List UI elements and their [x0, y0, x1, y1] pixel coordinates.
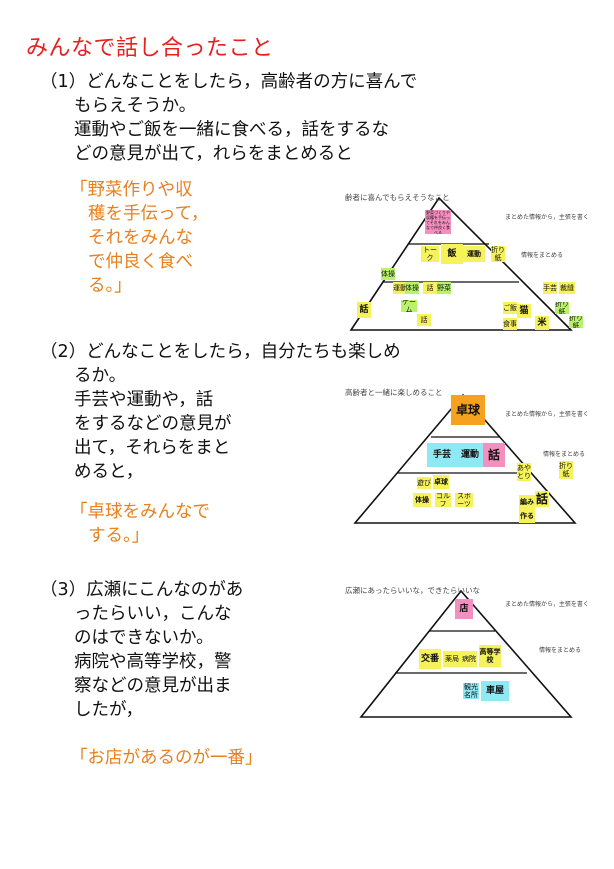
q1-highlight-line: で仲良く食べ — [88, 252, 193, 272]
sticky-note: ゴルフ — [435, 493, 451, 507]
q2-highlight-line: する。」 — [88, 526, 150, 546]
q3-line: 察などの意見が出ま — [74, 676, 232, 696]
question-2: （2）どんなことをしたら，自分たちも楽しめ るか。 手芸や運動や，話 をするなど… — [40, 340, 401, 484]
sticky-note: スポーツ — [455, 493, 473, 507]
sticky-note: 運動 — [463, 246, 485, 262]
q3-highlight: 「お店があるのが一番」 — [70, 746, 263, 770]
figure-caption: 高齢者と一緒に楽しめること — [345, 388, 443, 397]
q1-highlight-line: それをみんな — [88, 228, 193, 248]
q2-line: 手芸や運動や，話 — [74, 390, 214, 410]
pyramid-figure-2: 高齢者と一緒に楽しめること まとめた情報から，主張を書く 情報をまとめる 卓球 … — [343, 385, 589, 530]
q1-line: 運動やご飯を一緒に食べる，話をするな — [74, 120, 389, 140]
sticky-note: 折り紙 — [491, 246, 505, 262]
sticky-note: 高等学校 — [479, 645, 501, 667]
question-3: （3）広瀬にこんなのがあ ったらいい，こんな のはできないか。 病院や高等学校，… — [40, 578, 243, 722]
pyramid-note-top: まとめた情報から，主張を書く — [505, 214, 589, 221]
q3-line: ったらいい，こんな — [74, 604, 232, 624]
sticky-note: 話 — [417, 314, 431, 326]
q2-line: （2）どんなことをしたら，自分たちも楽しめ — [40, 342, 401, 362]
sticky-note: ゲーム — [401, 300, 417, 312]
q1-highlight-line: る。」 — [88, 276, 132, 296]
q2-highlight: 「卓球をみんなで する。」 — [70, 500, 210, 548]
sticky-note: 猫 — [517, 304, 531, 318]
sticky-note: 話 — [535, 491, 549, 507]
sticky-note: 手芸 — [543, 282, 557, 294]
pyramid-figure-3: 広瀬にあったらいいな，できたらいいな まとめた情報から，主張を書く 情報をまとめ… — [343, 583, 589, 723]
q2-line: めると， — [74, 462, 144, 482]
sticky-note: 編み — [519, 495, 535, 509]
question-1: （1）どんなことをしたら，高齢者の方に喜んで もらえそうか。 運動やご飯を一緒に… — [40, 70, 417, 166]
sticky-note: 交番 — [419, 649, 441, 669]
sticky-note: 折り紙 — [555, 302, 569, 314]
page-title: みんなで話し合ったこと — [26, 36, 274, 61]
q2-line: 出て，それらをまと — [74, 438, 231, 458]
sticky-note: ご飯 — [503, 302, 517, 314]
pyramid-note-mid: 情報をまとめる — [543, 451, 586, 458]
q1-highlight: 「野菜作りや収 穫を手伝って， それをみんな で仲良く食べ る。」 — [70, 178, 208, 298]
pyramid-outline — [359, 589, 573, 718]
sticky-note: 観光名所 — [463, 683, 479, 699]
sticky-note: 野菜 — [437, 282, 451, 294]
sticky-note: 運動 — [455, 443, 485, 467]
sticky-note: 話 — [423, 282, 437, 294]
q3-line: したが， — [74, 700, 143, 720]
sticky-note: 卓球 — [451, 395, 485, 425]
sticky-note: 店 — [455, 599, 473, 619]
sticky-note: 病院 — [461, 651, 477, 667]
sticky-note: 食事 — [503, 318, 517, 330]
q2-highlight-line: 「卓球をみんなで — [70, 502, 210, 522]
figure-caption: 広瀬にあったらいいな，できたらいいな — [345, 586, 480, 595]
q3-line: 病院や高等学校，警 — [74, 652, 232, 672]
q3-highlight-line: 「お店があるのが一番」 — [70, 748, 263, 768]
sticky-note: 手芸 — [427, 443, 457, 467]
pyramid-note-mid: 情報をまとめる — [539, 647, 582, 654]
q1-line: もらえそうか。 — [74, 96, 197, 116]
pyramid-outline — [353, 393, 577, 524]
q2-line: るか。 — [74, 366, 127, 386]
q2-line: をするなどの意見が — [74, 414, 232, 434]
sticky-note: 運動 — [393, 282, 407, 294]
sticky-note: 折り紙 — [559, 461, 573, 479]
sticky-note: トーク — [421, 246, 439, 262]
sticky-note: 野菜づくりや収穫を手伝ってそれをみんなで仲良く食べる — [425, 210, 451, 234]
q3-line: のはできないか。 — [74, 628, 214, 648]
sticky-note: 体操 — [381, 268, 395, 280]
sticky-note: 飯 — [441, 244, 463, 264]
sticky-note: 遊び — [417, 477, 431, 489]
sticky-note: 裁縫 — [559, 282, 575, 294]
q3-line: （3）広瀬にこんなのがあ — [40, 580, 244, 600]
pyramid-note-top: まとめた情報から，主張を書く — [505, 601, 589, 608]
q1-highlight-line: 「野菜作りや収 — [70, 180, 193, 200]
sticky-note: 米 — [535, 316, 549, 330]
pyramid-note-top: まとめた情報から，主張を書く — [505, 411, 589, 418]
figure-caption: 齢者に喜んでもらえそうなこと — [345, 193, 450, 202]
sticky-note: 話 — [483, 443, 505, 467]
sticky-note: あやとり — [517, 463, 531, 481]
q1-highlight-line: 穫を手伝って， — [88, 204, 209, 224]
sticky-note: 体操 — [405, 282, 419, 294]
q1-line: （1）どんなことをしたら，高齢者の方に喜んで — [40, 72, 418, 92]
pyramid-note-mid: 情報をまとめる — [521, 252, 564, 259]
sticky-note: 作る — [519, 509, 535, 523]
sticky-note: 体操 — [413, 493, 431, 507]
q1-line: どの意見が出て，れらをまとめると — [74, 144, 353, 164]
sticky-note: 折り紙 — [569, 316, 583, 328]
sticky-note: 薬局 — [443, 651, 461, 667]
pyramid-figure-1: 齢者に喜んでもらえそうなこと まとめた情報から，主張を書く 情報をまとめる 野菜… — [343, 190, 589, 342]
sticky-note: 車屋 — [481, 681, 509, 701]
sticky-note: 話 — [357, 302, 371, 318]
sticky-note: 卓球 — [433, 475, 449, 489]
